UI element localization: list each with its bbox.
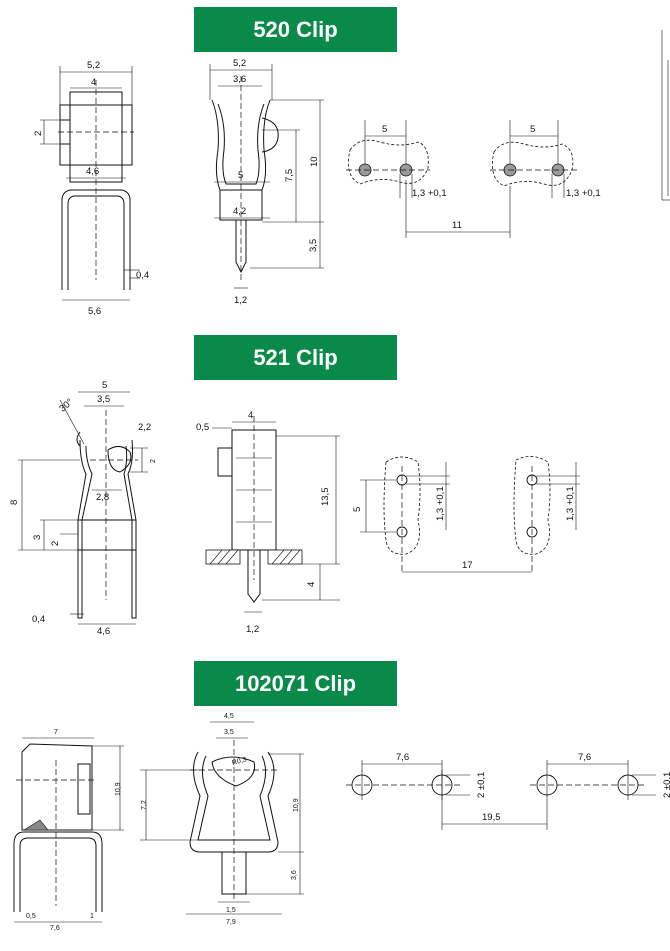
dim-label: 5,6 [88, 306, 101, 317]
dim-label: 2,8 [96, 492, 109, 503]
dim-label: R0,3 [231, 756, 247, 767]
clip-520-side-view [40, 66, 140, 301]
dim-label: 5 [382, 124, 387, 135]
dim-label: 2 ±0,1 [662, 772, 670, 798]
dim-label: 3 [32, 535, 43, 540]
dim-label: 4 [91, 77, 96, 88]
dim-label: 10,9 [293, 798, 300, 812]
dim-label: 2 [33, 131, 44, 136]
section-title-102071: 102071 Clip [194, 661, 397, 706]
dim-label: 1 [90, 913, 94, 920]
dim-label: 19,5 [482, 812, 501, 823]
section-title-text: 102071 Clip [234, 671, 357, 696]
dim-label: 4,5 [224, 713, 234, 720]
dim-label: 3,5 [308, 239, 319, 252]
dim-label: 1,2 [234, 295, 247, 306]
dim-label: 5 [102, 380, 107, 391]
dim-label: 4 [306, 582, 317, 587]
dim-label: 5 [352, 507, 363, 512]
clip-521-front-view [205, 416, 340, 613]
clip-102071-front-view [140, 721, 304, 915]
section-title-text: 521 Clip [253, 345, 338, 370]
dim-label: 1,3 +0,1 [565, 486, 576, 521]
dim-label: 5 [238, 170, 243, 181]
dim-label: 7,6 [396, 752, 409, 763]
clip-521-side-view [18, 391, 148, 625]
dim-label: 2 ±0,1 [476, 772, 487, 798]
dim-label: 3,6 [291, 870, 298, 880]
dim-label: 7,6 [578, 752, 591, 763]
dim-label: 1,3 +0,1 [566, 188, 601, 199]
dim-label: 2 [50, 541, 61, 546]
dim-label: 3,5 [224, 729, 234, 736]
dim-label: 3,6 [233, 74, 246, 85]
clip-520-footprint [346, 120, 580, 238]
dim-label: 0,5 [196, 422, 209, 433]
dim-label: 7,6 [50, 925, 60, 932]
dim-label: 7,2 [141, 800, 148, 810]
dim-label: 5,2 [233, 58, 246, 69]
dim-label: 1,2 [246, 624, 259, 635]
dim-label: 4 [248, 410, 253, 421]
dim-label: 10 [309, 156, 320, 167]
dim-label: 2,2 [138, 422, 151, 433]
dim-label: 30° [57, 397, 75, 415]
dim-label: 13,5 [320, 488, 331, 507]
dim-label: 10,9 [115, 782, 122, 796]
dim-label: 17 [462, 560, 473, 571]
clip-102071-footprint [346, 760, 656, 830]
dim-label: 3,5 [97, 394, 110, 405]
dim-label: 5 [530, 124, 535, 135]
clip-102071-side-view [13, 737, 124, 923]
section-title-521: 521 Clip [194, 335, 397, 380]
dim-label: 5,2 [87, 60, 100, 71]
dim-label: 4,2 [233, 206, 246, 217]
dim-label: 7,9 [226, 919, 236, 926]
dim-label: 4,6 [86, 166, 99, 177]
dim-label: 11 [452, 220, 462, 231]
partial-drawing [661, 30, 670, 201]
dim-label: 4,6 [97, 626, 110, 637]
clip-520-front-view [209, 64, 324, 289]
clip-521-footprint [360, 456, 580, 573]
dim-label: 7,5 [284, 169, 295, 182]
dim-label: 0,4 [136, 270, 149, 281]
dim-label: 0,5 [26, 913, 36, 920]
dim-label: 1,5 [226, 907, 236, 914]
dim-label: 1,3 +0,1 [435, 486, 446, 521]
section-title-text: 520 Clip [253, 17, 338, 42]
dim-label: 0,4 [32, 614, 45, 625]
section-title-520: 520 Clip [194, 7, 397, 52]
dim-label: 1,3 +0,1 [412, 188, 447, 199]
dim-label: 7 [54, 729, 58, 736]
dim-label: 8 [9, 500, 20, 505]
dim-label: 2 [150, 459, 157, 463]
